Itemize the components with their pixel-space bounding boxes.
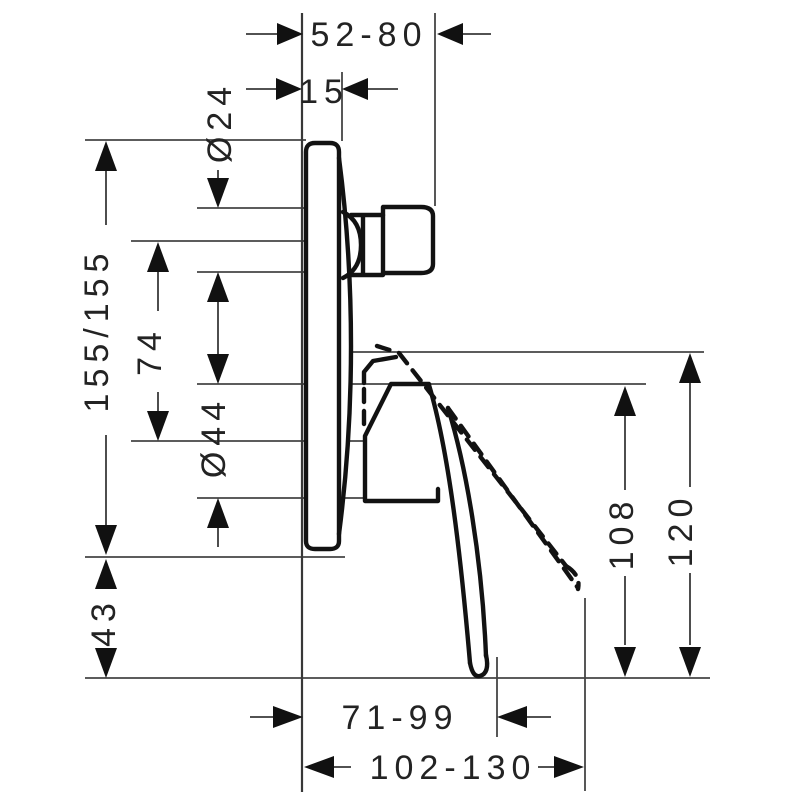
control-knob [380,204,436,276]
lever-handle-down-right-edge [445,405,489,659]
arrow-102-130-right [554,756,584,778]
arrow-d44-bottom [207,498,229,528]
dim-tails-right [624,383,691,645]
arrow-d44-top [207,354,229,384]
dim-tails-top [246,33,491,90]
dimension-arrows [95,23,701,778]
dim-label-handle-reach-range: 71-99 [342,699,459,737]
dim-label-knob-diameter: Ø24 [201,81,239,163]
vertical-extension-lines [341,13,586,791]
lever-up-top-edge [396,350,569,569]
lever-up-bottom-edge [445,405,581,591]
lever-handle-up-dashed [361,343,581,592]
arrow-52-80-left [277,23,303,45]
arrow-155-top [95,141,117,171]
dimension-labels: 52-80 15 Ø24 155/155 74 Ø44 43 108 120 7… [78,16,700,787]
arrow-d24-top [207,178,229,208]
dim-label-handle-height: 108 [603,496,641,571]
arrow-d24-bottom [207,272,229,302]
arrow-71-99-left [273,706,303,728]
arrow-74-top [147,242,169,272]
arrow-120-top [679,353,701,383]
lever-handle-down-tip [467,652,490,679]
arrow-15-right [342,78,368,100]
dim-label-bottom-clearance: 43 [85,597,123,647]
mixer-outline [303,140,490,679]
valve-sleeve-body [362,381,441,504]
dim-label-sleeve-diameter: Ø44 [195,396,233,478]
dim-tails-bottom [250,716,554,768]
dim-label-plate-heights: 155/155 [78,248,116,413]
arrow-155-bottom [95,525,117,555]
dim-label-overall-reach-range: 102-130 [370,749,537,787]
arrow-52-80-right [437,23,463,45]
arrow-108-bottom [614,647,636,677]
arrow-43-bottom [95,648,117,678]
dim-label-wall-depth-range: 52-80 [311,16,428,54]
reference-lines [85,13,710,792]
knob-stem [348,212,386,278]
lever-up-tip [563,563,581,592]
dim-label-axis-spacing: 74 [131,326,169,376]
arrow-108-top [614,386,636,416]
dim-label-plate-projection: 15 [299,73,349,111]
lever-handle-down-left-edge [426,382,473,666]
dim-tails-left [105,170,219,547]
arrow-102-130-left [304,756,334,778]
arrow-43-top [95,559,117,589]
arrow-15-left [276,78,302,100]
arrow-120-bottom [679,647,701,677]
escutcheon-plate [303,140,342,552]
horizontal-reference-lines [85,139,710,679]
arrow-71-99-right [497,706,527,728]
dim-label-overall-height: 120 [662,493,700,568]
lever-rear-end [361,354,399,386]
dimension-lines [105,33,691,768]
lever-up-rear [361,343,399,432]
arrow-74-bottom [147,411,169,441]
